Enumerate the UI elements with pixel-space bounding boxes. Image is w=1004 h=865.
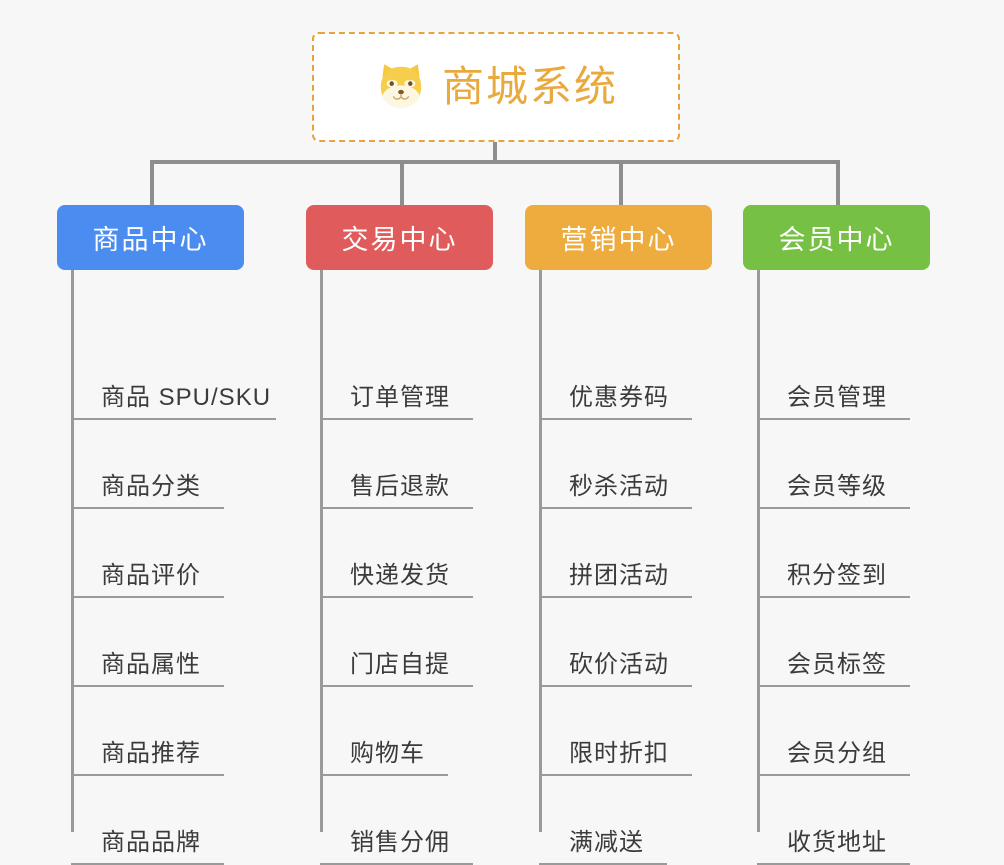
leaf-node[interactable]: 门店自提 xyxy=(320,651,473,687)
leaf-node-label: 会员等级 xyxy=(787,473,887,500)
leaf-node-label: 积分签到 xyxy=(787,562,887,589)
leaf-node[interactable]: 商品 SPU/SKU xyxy=(71,384,276,420)
leaf-node-label: 拼团活动 xyxy=(569,562,669,589)
leaf-node-label: 商品推荐 xyxy=(101,740,201,767)
leaf-underline xyxy=(71,507,224,509)
leaf-node-label: 商品分类 xyxy=(101,473,201,500)
leaf-underline xyxy=(71,774,224,776)
leaf-underline xyxy=(539,774,692,776)
leaf-underline xyxy=(539,685,692,687)
leaf-underline xyxy=(71,685,224,687)
leaf-node-label: 商品评价 xyxy=(101,562,201,589)
leaf-node[interactable]: 砍价活动 xyxy=(539,651,692,687)
leaf-node[interactable]: 限时折扣 xyxy=(539,740,692,776)
leaf-node-label: 订单管理 xyxy=(350,384,450,411)
leaf-node[interactable]: 会员标签 xyxy=(757,651,910,687)
leaf-underline xyxy=(320,596,473,598)
leaf-underline xyxy=(320,418,473,420)
leaf-underline xyxy=(320,774,448,776)
leaf-node-label: 会员分组 xyxy=(787,740,887,767)
connector-drop-2 xyxy=(400,160,404,206)
category-node-marketing-center[interactable]: 营销中心 xyxy=(525,205,712,270)
leaf-node[interactable]: 商品推荐 xyxy=(71,740,224,776)
leaf-node[interactable]: 拼团活动 xyxy=(539,562,692,598)
leaf-underline xyxy=(71,596,224,598)
leaf-underline xyxy=(539,507,692,509)
category-node-member-center[interactable]: 会员中心 xyxy=(743,205,930,270)
leaf-node-label: 门店自提 xyxy=(350,651,450,678)
root-node-shop-system[interactable]: 商城系统 xyxy=(312,32,680,142)
leaf-node-label: 砍价活动 xyxy=(569,651,669,678)
category-node-trade-center[interactable]: 交易中心 xyxy=(306,205,493,270)
leaf-underline xyxy=(757,596,910,598)
branch-spine xyxy=(757,270,760,832)
leaf-node[interactable]: 优惠券码 xyxy=(539,384,692,420)
leaf-node-label: 秒杀活动 xyxy=(569,473,669,500)
leaf-underline xyxy=(757,418,910,420)
leaf-underline xyxy=(757,685,910,687)
leaf-underline xyxy=(71,418,276,420)
category-label: 营销中心 xyxy=(560,225,677,255)
leaf-underline xyxy=(320,685,473,687)
leaf-node[interactable]: 会员分组 xyxy=(757,740,910,776)
leaf-node[interactable]: 商品评价 xyxy=(71,562,224,598)
root-node-label: 商城系统 xyxy=(441,63,618,110)
leaf-node[interactable]: 积分签到 xyxy=(757,562,910,598)
category-label: 交易中心 xyxy=(341,225,458,255)
leaf-node-label: 限时折扣 xyxy=(569,740,669,767)
leaf-node[interactable]: 购物车 xyxy=(320,740,448,776)
branch-spine xyxy=(71,270,74,832)
leaf-node[interactable]: 会员等级 xyxy=(757,473,910,509)
leaf-node[interactable]: 秒杀活动 xyxy=(539,473,692,509)
leaf-node[interactable]: 快递发货 xyxy=(320,562,473,598)
leaf-underline xyxy=(757,774,910,776)
leaf-node-label: 商品属性 xyxy=(101,651,201,678)
connector-horizontal-bus xyxy=(150,160,840,164)
connector-stem xyxy=(493,142,497,164)
leaf-node-label: 会员管理 xyxy=(787,384,887,411)
branch-column-trade-center: 交易中心 订单管理售后退款快递发货门店自提购物车销售分佣 xyxy=(306,205,493,865)
category-label: 会员中心 xyxy=(778,225,895,255)
leaf-node-label: 商品 SPU/SKU xyxy=(101,384,272,411)
leaf-node-label: 会员标签 xyxy=(787,651,887,678)
shiba-dog-icon xyxy=(374,60,428,114)
leaf-node[interactable]: 订单管理 xyxy=(320,384,473,420)
leaf-underline xyxy=(320,507,473,509)
leaf-node-label: 快递发货 xyxy=(350,562,450,589)
leaf-node[interactable]: 商品分类 xyxy=(71,473,224,509)
leaf-node-label: 售后退款 xyxy=(350,473,450,500)
connector-drop-4 xyxy=(836,160,840,206)
leaf-underline xyxy=(539,596,692,598)
connector-drop-3 xyxy=(619,160,623,206)
branch-spine xyxy=(320,270,323,832)
leaf-node-label: 优惠券码 xyxy=(569,384,669,411)
leaf-underline xyxy=(539,418,692,420)
category-label: 商品中心 xyxy=(92,225,209,255)
leaf-underline xyxy=(757,507,910,509)
branch-spine xyxy=(539,270,542,832)
branch-column-member-center: 会员中心 会员管理会员等级积分签到会员标签会员分组收货地址 xyxy=(743,205,930,865)
leaf-node[interactable]: 会员管理 xyxy=(757,384,910,420)
leaf-node-label: 购物车 xyxy=(350,740,425,767)
category-node-product-center[interactable]: 商品中心 xyxy=(57,205,244,270)
branch-column-marketing-center: 营销中心 优惠券码秒杀活动拼团活动砍价活动限时折扣满减送 xyxy=(525,205,712,865)
leaf-node[interactable]: 售后退款 xyxy=(320,473,473,509)
leaf-node[interactable]: 商品属性 xyxy=(71,651,224,687)
connector-drop-1 xyxy=(150,160,154,206)
